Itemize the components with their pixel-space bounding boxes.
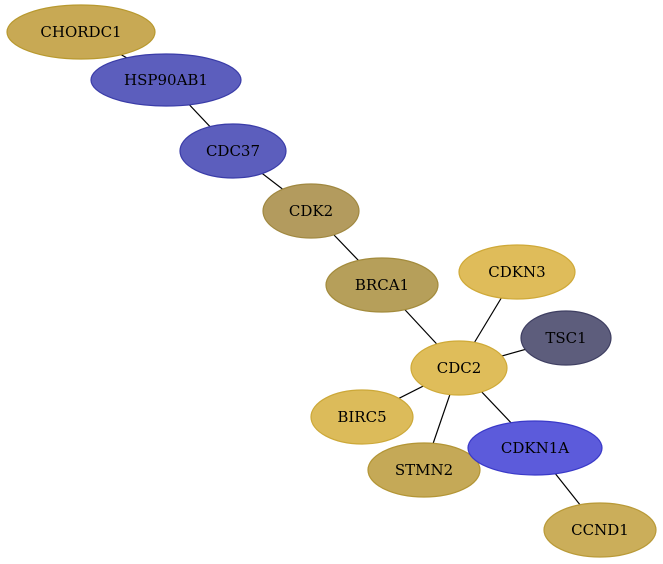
node-cdc37[interactable]: CDC37 bbox=[179, 123, 287, 179]
node-hsp90ab1[interactable]: HSP90AB1 bbox=[90, 53, 242, 107]
node-ellipse[interactable] bbox=[520, 310, 612, 366]
node-ellipse[interactable] bbox=[410, 340, 508, 396]
node-label: BIRC5 bbox=[337, 408, 386, 426]
node-label: CHORDC1 bbox=[40, 23, 121, 41]
node-ellipse[interactable] bbox=[325, 257, 439, 313]
node-ellipse[interactable] bbox=[179, 123, 287, 179]
node-ellipse[interactable] bbox=[467, 420, 603, 476]
node-cdkn3[interactable]: CDKN3 bbox=[458, 244, 576, 300]
node-label: CDKN3 bbox=[488, 263, 545, 281]
node-ellipse[interactable] bbox=[262, 183, 360, 239]
node-label: HSP90AB1 bbox=[124, 71, 208, 89]
node-label: CCND1 bbox=[571, 521, 629, 539]
node-stmn2[interactable]: STMN2 bbox=[367, 442, 481, 498]
node-ellipse[interactable] bbox=[310, 389, 414, 445]
node-label: BRCA1 bbox=[355, 276, 409, 294]
node-brca1[interactable]: BRCA1 bbox=[325, 257, 439, 313]
node-cdc2[interactable]: CDC2 bbox=[410, 340, 508, 396]
node-cdkn1a[interactable]: CDKN1A bbox=[467, 420, 603, 476]
node-label: CDKN1A bbox=[501, 439, 569, 457]
node-ellipse[interactable] bbox=[90, 53, 242, 107]
node-ellipse[interactable] bbox=[458, 244, 576, 300]
node-chordc1[interactable]: CHORDC1 bbox=[6, 4, 156, 60]
node-tsc1[interactable]: TSC1 bbox=[520, 310, 612, 366]
node-ellipse[interactable] bbox=[367, 442, 481, 498]
node-ellipse[interactable] bbox=[543, 502, 657, 558]
node-ccnd1[interactable]: CCND1 bbox=[543, 502, 657, 558]
node-label: TSC1 bbox=[545, 329, 586, 347]
node-label: CDK2 bbox=[289, 202, 333, 220]
node-cdk2[interactable]: CDK2 bbox=[262, 183, 360, 239]
node-label: STMN2 bbox=[395, 461, 453, 479]
node-birc5[interactable]: BIRC5 bbox=[310, 389, 414, 445]
node-label: CDC2 bbox=[437, 359, 482, 377]
node-label: CDC37 bbox=[206, 142, 260, 160]
node-ellipse[interactable] bbox=[6, 4, 156, 60]
